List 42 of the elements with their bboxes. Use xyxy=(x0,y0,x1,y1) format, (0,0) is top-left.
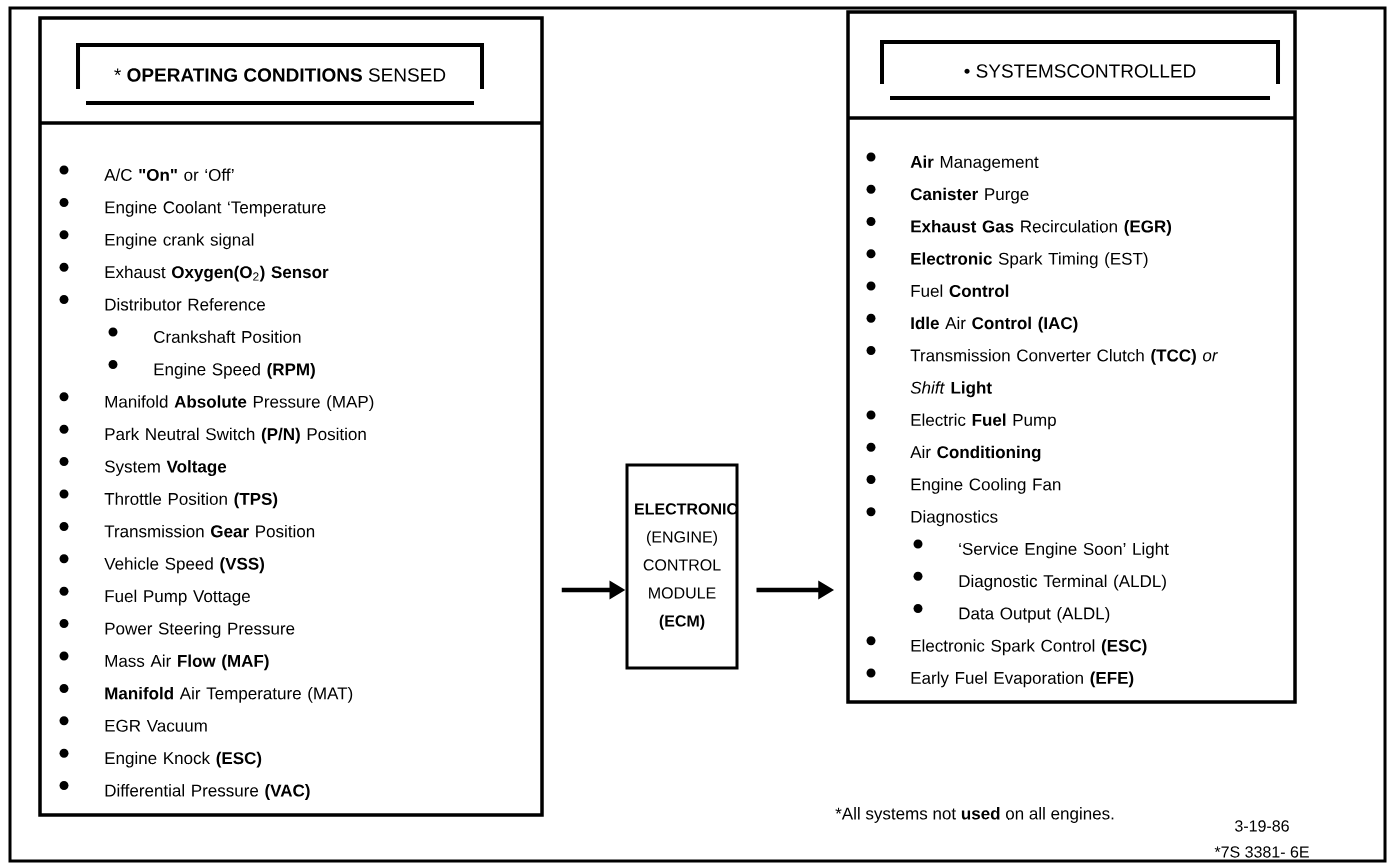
list-item: Exhaust Gas Recirculation (EGR) xyxy=(866,217,1172,236)
list-item: Early Fuel Evaporation (EFE) xyxy=(866,668,1134,688)
list-item: Engine Knock (ESC) xyxy=(59,748,262,768)
list-item: Engine Speed (RPM) xyxy=(108,359,315,379)
list-item: Distributor Reference xyxy=(59,295,265,311)
list-item: EGR Vacuum xyxy=(59,716,207,732)
list-item: Exhaust Oxygen(O$_{2}$) Sensor xyxy=(59,262,329,282)
list-item: Electric Fuel Pump xyxy=(866,410,1056,430)
list-item: Electronic Spark Timing (EST) xyxy=(866,249,1148,269)
list-item: Idle Air Control (IAC) xyxy=(866,313,1078,333)
header-box: • SYSTEMSCONTROLLED xyxy=(880,40,1280,100)
list-item: Data Output (ALDL) xyxy=(913,604,1110,623)
list-item: Engine Cooling Fan xyxy=(866,475,1061,494)
list-item: Diagnostics xyxy=(866,507,998,527)
list-item: Fuel Control xyxy=(866,281,1009,297)
list-item: Transmission Gear Position xyxy=(59,521,315,538)
list-item: System Voltage xyxy=(59,457,227,476)
list-item: Electronic Spark Control (ESC) xyxy=(866,636,1147,656)
list-item: Air Conditioning xyxy=(866,442,1041,462)
list-item: A/C "On" or ‘Off’ xyxy=(59,165,234,181)
list-item: Canister Purge xyxy=(866,184,1029,204)
list-item: Throttle Position (TPS) xyxy=(59,489,278,509)
list-item: Transmission Converter Clutch (TCC) or Shift Light xyxy=(866,346,1219,398)
list-item: Mass Air Flow (MAF) xyxy=(59,651,269,671)
list-item: Air Management xyxy=(866,152,1039,172)
list-item: Fuel Pump Vottage xyxy=(59,586,250,606)
list-item: Park Neutral Switch (P/N) Position xyxy=(59,424,366,444)
note-text: *7S 3381- 6E xyxy=(1214,846,1309,858)
list-item: Diagnostic Terminal (ALDL) xyxy=(913,571,1166,591)
list-item: Vehicle Speed (VSS) xyxy=(59,554,264,574)
list-item: Power Steering Pressure xyxy=(59,619,295,638)
list-item: Engine crank signal xyxy=(59,230,254,250)
list-item: ‘Service Engine Soon’ Light xyxy=(913,539,1169,559)
header-box: *OPERATING CONDITIONS SENSED xyxy=(76,43,484,105)
list-item: Manifold Absolute Pressure (MAP) xyxy=(59,392,374,412)
list-item: Crankshaft Position xyxy=(108,327,301,343)
list-item: Differential Pressure (VAC) xyxy=(59,781,310,800)
list-item: Engine Coolant ‘Temperature xyxy=(59,197,326,217)
note-text: 3-19-86 xyxy=(1235,820,1289,832)
list-item: Manifold Air Temperature (MAT) xyxy=(59,683,353,703)
module-box: ELECTRONIC (ENGINE) CONTROL MODULE (ECM) xyxy=(625,463,739,670)
note-text: *All systems not used on all engines. xyxy=(835,807,1114,823)
